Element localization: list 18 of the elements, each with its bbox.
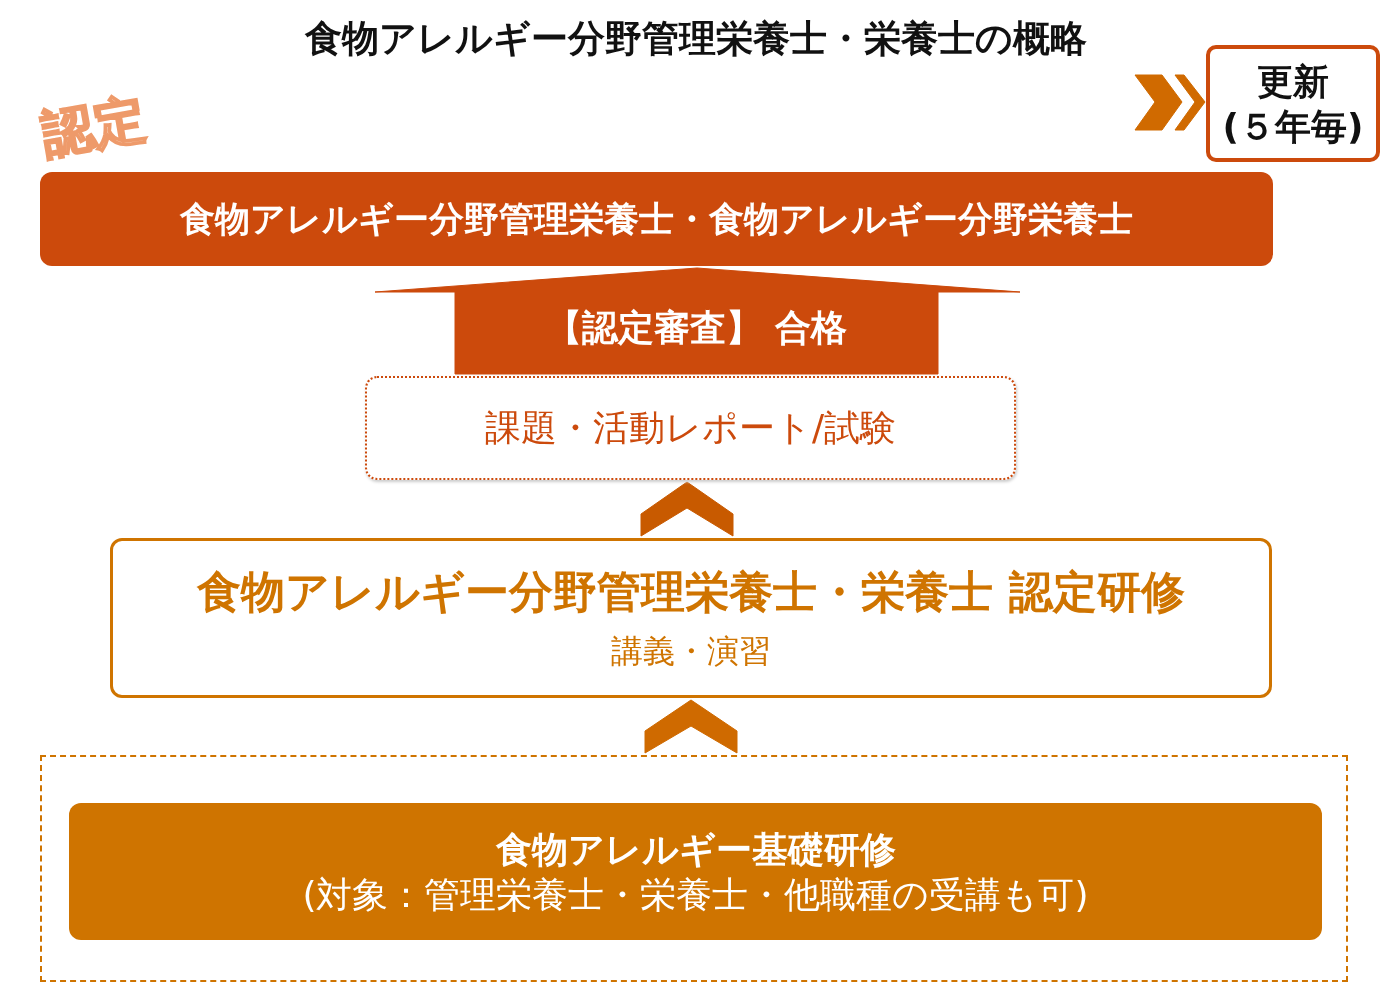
chevron-arrow [640, 481, 734, 537]
subtitle-text: 講義・演習 [611, 630, 771, 672]
node-text: 食物アレルギー基礎研修(対象：管理栄養士・栄養士・他職種の受講も可) [302, 827, 1089, 917]
node-text: 食物アレルギー分野管理栄養士・栄養士 認定研修 [197, 564, 1185, 619]
basic-training-box [69, 803, 1322, 940]
training-box [110, 538, 1272, 698]
chevron-arrow [1134, 74, 1206, 131]
up-arrow [374, 267, 1021, 375]
node-text: 更新(５年毎) [1221, 59, 1365, 149]
title: 食物アレルギー分野管理栄養士・栄養士の概略 [304, 16, 1088, 62]
dashed-frame [40, 755, 1348, 982]
renewal-box [1206, 45, 1380, 162]
edge-label: 【認定審査】 合格 [545, 305, 848, 350]
stamp-text: 認定 [38, 91, 150, 161]
node-text: 食物アレルギー分野管理栄養士・食物アレルギー分野栄養士 [180, 197, 1133, 241]
chevron-arrow [644, 699, 738, 754]
node-text: 課題・活動レポート/試験 [484, 405, 897, 450]
certification-bar [40, 172, 1273, 266]
